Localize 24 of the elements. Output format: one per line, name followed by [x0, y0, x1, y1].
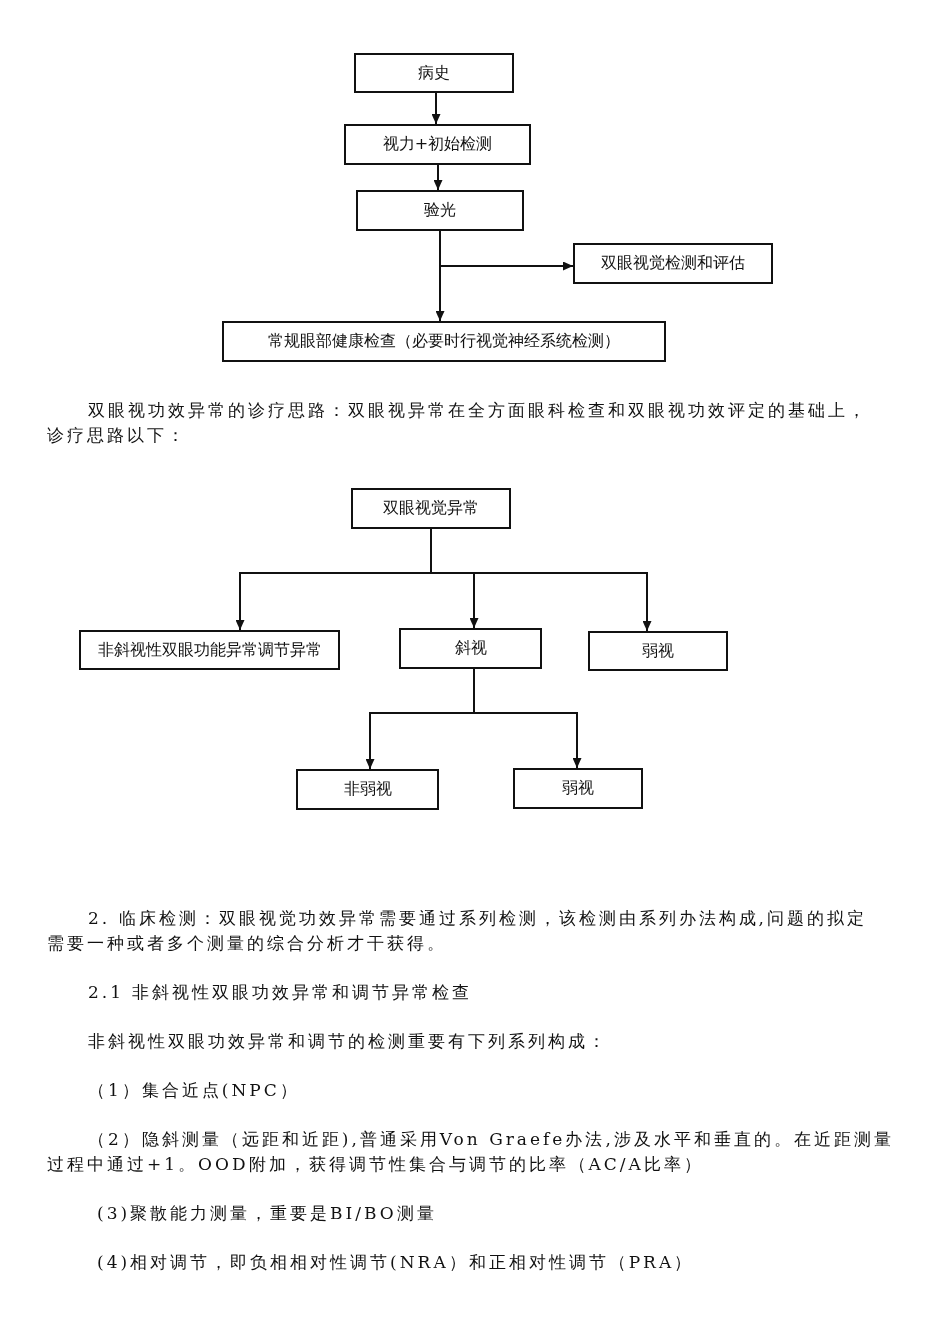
paragraph: 双眼视功效异常的诊疗思路：双眼视异常在全方面眼科检查和双眼视功效评定的基础上，诊疗思路以下： [47, 399, 869, 447]
paragraph: 非斜视性双眼功效异常和调节的检测重要有下列系列构成： [87, 1030, 609, 1053]
process-box: 双眼视觉异常 [351, 488, 511, 529]
process-box: 验光 [356, 190, 524, 231]
paragraph: 2. 临床检测：双眼视觉功效异常需要通过系列检测，该检测由系列办法构成,问题的拟定需要一种或者多个测量的综合分析才干获得。 [47, 907, 869, 955]
process-box: 非弱视 [296, 769, 439, 810]
process-box: 斜视 [399, 628, 542, 669]
section-heading: 2.1 非斜视性双眼功效异常和调节异常检查 [87, 981, 474, 1004]
list-item: （1）集合近点(NPC） [87, 1079, 301, 1102]
process-box: 弱视 [588, 631, 728, 671]
process-box: 弱视 [513, 768, 643, 809]
process-box: 非斜视性双眼功能异常调节异常 [79, 630, 340, 670]
arrow [435, 230, 445, 322]
list-item: (3)聚散能力测量，重要是BI/BO测量 [96, 1202, 438, 1225]
arrow [431, 92, 441, 125]
process-box: 病史 [354, 53, 514, 93]
process-box: 双眼视觉检测和评估 [573, 243, 773, 284]
arrow [433, 164, 443, 191]
arrow [430, 528, 652, 632]
process-box: 视力+初始检测 [344, 124, 531, 165]
arrow [473, 668, 582, 769]
list-item: （2）隐斜测量（远距和近距),普通采用Von Graefe办法,涉及水平和垂直的。在近距测量过程中通过+1。OOD附加，获得调节性集合与调节的比率（AC/A比率） [47, 1128, 895, 1176]
list-item: (4)相对调节，即负相相对性调节(NRA）和正相对性调节（PRA） [96, 1251, 696, 1274]
process-box: 常规眼部健康检查（必要时行视觉神经系统检测） [222, 321, 666, 362]
